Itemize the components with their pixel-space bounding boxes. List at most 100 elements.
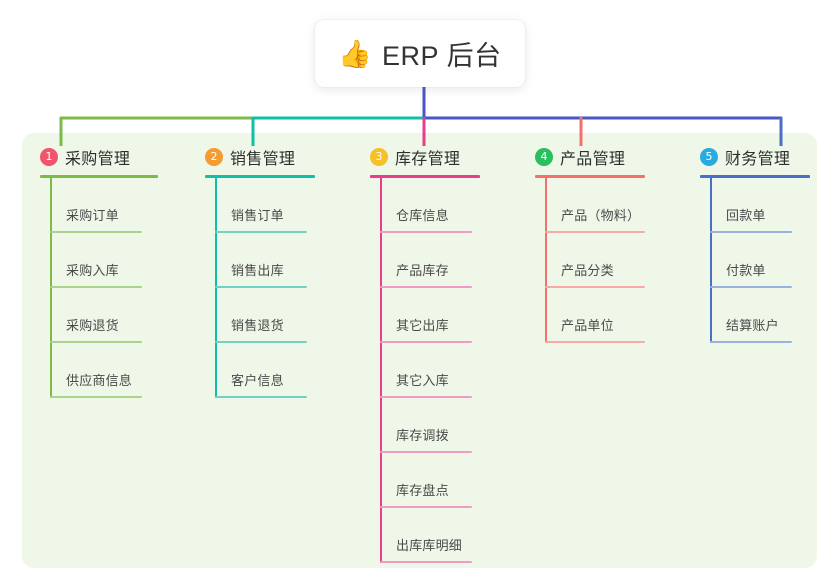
leaf-rule — [380, 341, 472, 343]
leaf-label: 出库库明细 — [396, 538, 463, 553]
leaf-label: 其它出库 — [396, 318, 449, 333]
leaf-node[interactable]: 付款单 — [700, 233, 810, 288]
leaf-node[interactable]: 仓库信息 — [370, 178, 480, 233]
leaf-rule — [50, 341, 142, 343]
column-title: 销售管理 — [230, 151, 296, 168]
column-header-rule — [40, 175, 158, 178]
leaf-label: 其它入库 — [396, 373, 449, 388]
leaf-node[interactable]: 采购订单 — [40, 178, 158, 233]
leaf-label: 产品分类 — [561, 263, 614, 278]
leaf-rule — [545, 341, 645, 343]
column-spine — [50, 178, 52, 398]
column-items: 产品（物料） 产品分类产品单位 — [535, 178, 645, 343]
leaf-label: 产品单位 — [561, 318, 614, 333]
column-4: 4 产品管理产品（物料） 产品分类产品单位 — [535, 145, 645, 343]
leaf-rule — [215, 231, 307, 233]
leaf-node[interactable]: 销售出库 — [205, 233, 315, 288]
column-header-rule — [535, 175, 645, 178]
leaf-label: 采购入库 — [66, 263, 119, 278]
leaf-rule — [380, 506, 472, 508]
leaf-node[interactable]: 其它出库 — [370, 288, 480, 343]
leaf-node[interactable]: 采购入库 — [40, 233, 158, 288]
column-1: 1 采购管理采购订单采购入库采购退货供应商信息 — [40, 145, 158, 398]
column-badge-icon: 1 — [40, 148, 58, 166]
leaf-node[interactable]: 销售订单 — [205, 178, 315, 233]
leaf-rule — [380, 286, 472, 288]
column-title: 财务管理 — [725, 151, 791, 168]
column-items: 销售订单销售出库销售退货客户信息 — [205, 178, 315, 398]
column-items: 回款单付款单结算账户 — [700, 178, 810, 343]
column-badge-icon: 5 — [700, 148, 718, 166]
column-spine — [215, 178, 217, 398]
column-header-1[interactable]: 1 采购管理 — [40, 145, 158, 169]
leaf-label: 付款单 — [726, 263, 766, 278]
diagram-panel — [22, 133, 817, 568]
leaf-node[interactable]: 供应商信息 — [40, 343, 158, 398]
leaf-rule — [215, 341, 307, 343]
leaf-label: 产品库存 — [396, 263, 449, 278]
leaf-rule — [380, 396, 472, 398]
column-header-2[interactable]: 2 销售管理 — [205, 145, 315, 169]
leaf-rule — [215, 286, 307, 288]
leaf-node[interactable]: 产品分类 — [535, 233, 645, 288]
leaf-label: 结算账户 — [726, 318, 779, 333]
leaf-node[interactable]: 库存盘点 — [370, 453, 480, 508]
leaf-rule — [545, 231, 645, 233]
leaf-label: 采购退货 — [66, 318, 119, 333]
column-2: 2 销售管理销售订单销售出库销售退货客户信息 — [205, 145, 315, 398]
leaf-node[interactable]: 客户信息 — [205, 343, 315, 398]
leaf-rule — [710, 231, 792, 233]
column-spine — [380, 178, 382, 563]
column-items: 采购订单采购入库采购退货供应商信息 — [40, 178, 158, 398]
leaf-node[interactable]: 销售退货 — [205, 288, 315, 343]
column-header-4[interactable]: 4 产品管理 — [535, 145, 645, 169]
leaf-label: 回款单 — [726, 208, 766, 223]
leaf-label: 销售订单 — [231, 208, 284, 223]
leaf-rule — [545, 286, 645, 288]
leaf-node[interactable]: 库存调拨 — [370, 398, 480, 453]
leaf-label: 客户信息 — [231, 373, 284, 388]
leaf-node[interactable]: 其它入库 — [370, 343, 480, 398]
leaf-label: 库存盘点 — [396, 483, 449, 498]
leaf-node[interactable]: 出库库明细 — [370, 508, 480, 563]
column-title: 产品管理 — [560, 151, 626, 168]
leaf-rule — [710, 341, 792, 343]
column-5: 5 财务管理回款单付款单结算账户 — [700, 145, 810, 343]
column-spine — [545, 178, 547, 343]
leaf-rule — [50, 396, 142, 398]
leaf-label: 仓库信息 — [396, 208, 449, 223]
root-title: ERP 后台 — [382, 41, 502, 71]
leaf-label: 产品（物料） — [561, 208, 641, 223]
column-header-rule — [205, 175, 315, 178]
leaf-rule — [380, 561, 472, 563]
column-header-rule — [370, 175, 480, 178]
leaf-node[interactable]: 产品库存 — [370, 233, 480, 288]
leaf-node[interactable]: 产品单位 — [535, 288, 645, 343]
leaf-label: 采购订单 — [66, 208, 119, 223]
leaf-node[interactable]: 回款单 — [700, 178, 810, 233]
leaf-rule — [50, 231, 142, 233]
leaf-node[interactable]: 产品（物料） — [535, 178, 645, 233]
column-header-5[interactable]: 5 财务管理 — [700, 145, 810, 169]
leaf-label: 销售退货 — [231, 318, 284, 333]
column-title: 采购管理 — [65, 151, 131, 168]
leaf-rule — [380, 451, 472, 453]
leaf-label: 供应商信息 — [66, 373, 133, 388]
thumbs-up-icon: 👍 — [338, 39, 373, 70]
leaf-rule — [215, 396, 307, 398]
column-badge-icon: 4 — [535, 148, 553, 166]
leaf-node[interactable]: 结算账户 — [700, 288, 810, 343]
leaf-label: 销售出库 — [231, 263, 284, 278]
leaf-node[interactable]: 采购退货 — [40, 288, 158, 343]
column-items: 仓库信息产品库存其它出库其它入库库存调拨库存盘点出库库明细 — [370, 178, 480, 563]
column-spine — [710, 178, 712, 343]
leaf-rule — [710, 286, 792, 288]
leaf-rule — [380, 231, 472, 233]
column-badge-icon: 2 — [205, 148, 223, 166]
column-header-rule — [700, 175, 810, 178]
column-badge-icon: 3 — [370, 148, 388, 166]
root-node[interactable]: 👍 ERP 后台 — [315, 20, 525, 87]
